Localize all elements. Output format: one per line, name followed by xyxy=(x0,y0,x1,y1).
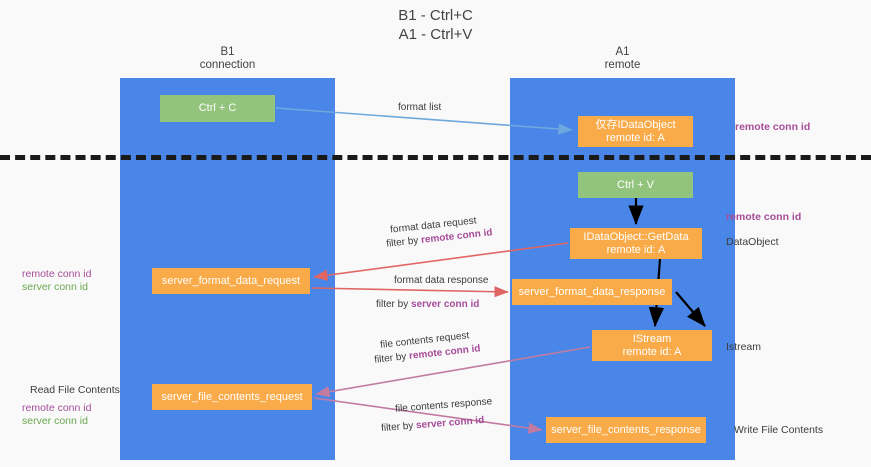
lane-header-a1: A1 remote xyxy=(545,46,700,72)
annotation-istream: Istream xyxy=(726,341,762,353)
node-getdata-line2: remote id: A xyxy=(606,243,666,256)
annotation-left-server-conn-id-top: server conn id xyxy=(22,281,88,293)
annotation-left-server-conn-id-bottom: server conn id xyxy=(22,415,88,427)
lane-header-a1-role: remote xyxy=(604,59,641,71)
edge-label-file-contents-response-filter: filter by server conn id xyxy=(381,414,485,435)
phase-divider xyxy=(0,155,871,160)
diagram-title: B1 - Ctrl+C A1 - Ctrl+V xyxy=(0,6,871,44)
node-server-file-contents-response-label: server_file_contents_response xyxy=(551,423,701,436)
annotation-dataobject: DataObject xyxy=(726,236,779,248)
title-line-1: B1 - Ctrl+C xyxy=(398,7,473,24)
annotation-left-remote-conn-id-bottom: remote conn id xyxy=(22,402,92,414)
node-istream-line1: IStream xyxy=(632,332,672,345)
annotation-left-remote-conn-id-top: remote conn id xyxy=(22,268,92,280)
connector-format-data-response xyxy=(311,286,509,298)
edge-label-file-contents-response-text: file contents response xyxy=(394,396,493,415)
edge-label-fdres-filter-prefix: filter by xyxy=(376,299,412,310)
annotation-remote-conn-id-top: remote conn id xyxy=(735,121,811,133)
node-istream-line2: remote id: A xyxy=(622,345,682,358)
node-getdata-line1: IDataObject::GetData xyxy=(583,230,689,243)
lane-header-b1: B1 connection xyxy=(150,46,305,72)
node-ctrl-c[interactable]: Ctrl + C xyxy=(160,95,275,122)
edge-label-fdres-filter-key: server conn id xyxy=(411,299,480,310)
annotation-left-conn-ids-top: remote conn id server conn id xyxy=(22,268,91,294)
annotation-write-file-contents: Write File Contents xyxy=(734,424,824,436)
edge-label-file-contents-response: file contents response xyxy=(395,395,493,416)
node-idataobject[interactable]: 仅存IDataObject remote id: A xyxy=(578,116,693,147)
title-line-2: A1 - Ctrl+V xyxy=(398,26,473,43)
edge-label-format-list-text: format list xyxy=(398,102,442,113)
node-ctrl-v[interactable]: Ctrl + V xyxy=(578,172,693,198)
edge-label-fcres-filter-prefix: filter by xyxy=(380,420,417,435)
node-server-format-data-request[interactable]: server_format_data_request xyxy=(152,268,310,294)
edge-label-format-data-response-text: format data response xyxy=(394,275,489,286)
edge-label-format-list: format list xyxy=(398,101,441,114)
edge-label-fcres-filter-key: server conn id xyxy=(415,414,485,432)
node-ctrl-c-label: Ctrl + C xyxy=(198,102,237,114)
edge-label-format-data-response: format data response xyxy=(394,274,489,287)
annotation-read-file-contents: Read File Contents xyxy=(30,384,120,396)
node-server-format-data-response-label: server_format_data_response xyxy=(518,285,666,298)
node-getdata[interactable]: IDataObject::GetData remote id: A xyxy=(570,228,702,259)
node-istream[interactable]: IStream remote id: A xyxy=(592,330,712,361)
lane-header-a1-name: A1 xyxy=(615,46,630,58)
node-server-file-contents-response[interactable]: server_file_contents_response xyxy=(546,417,706,443)
annotation-left-conn-ids-bottom: remote conn id server conn id xyxy=(22,402,91,428)
node-idataobject-line2: remote id: A xyxy=(606,131,665,144)
node-server-file-contents-request-label: server_file_contents_request xyxy=(161,390,303,403)
lane-header-b1-name: B1 xyxy=(220,46,235,58)
node-server-format-data-request-label: server_format_data_request xyxy=(161,274,301,287)
node-server-file-contents-request[interactable]: server_file_contents_request xyxy=(152,384,312,410)
lane-header-b1-role: connection xyxy=(199,59,256,71)
edge-label-format-data-response-filter: filter by server conn id xyxy=(376,298,479,311)
edge-label-fcreq-filter-prefix: filter by xyxy=(373,351,410,366)
edge-label-fdreq-filter-prefix: filter by xyxy=(385,235,422,250)
node-server-format-data-response[interactable]: server_format_data_response xyxy=(512,279,672,305)
node-idataobject-line1: 仅存IDataObject xyxy=(595,118,676,131)
node-ctrl-v-label: Ctrl + V xyxy=(617,178,654,191)
annotation-remote-conn-id-mid: remote conn id xyxy=(726,211,802,223)
